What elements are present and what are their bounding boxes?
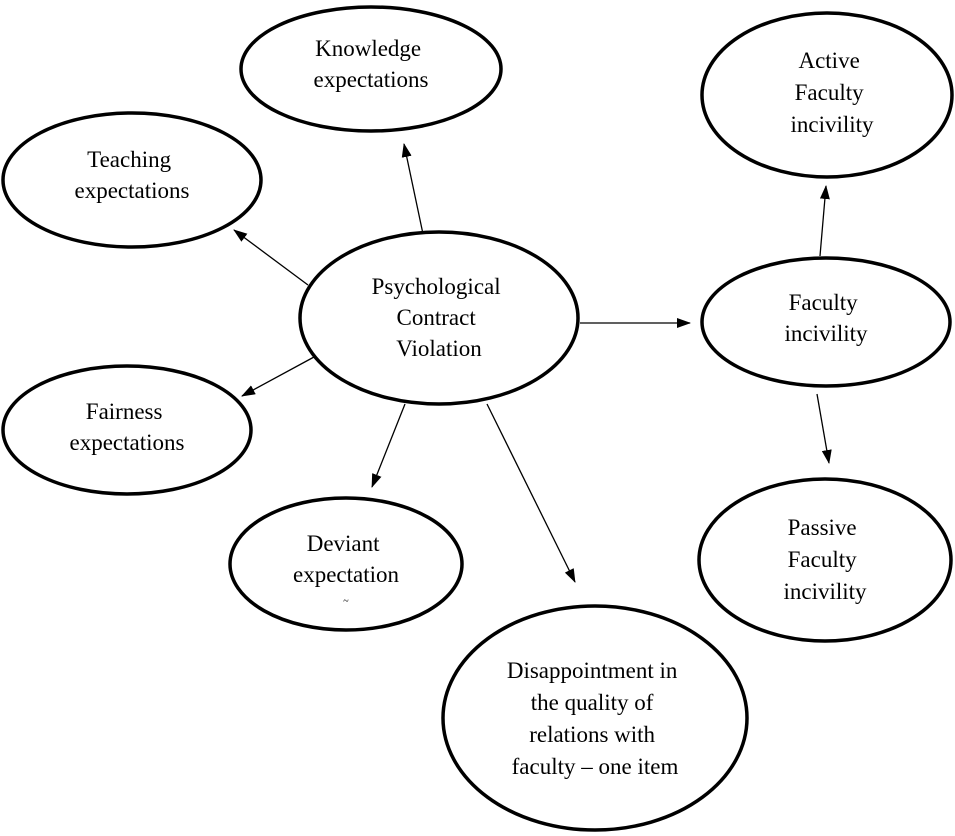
node-faculty-incivility: Faculty incivility bbox=[700, 256, 952, 388]
edge-faculty-incivility-to-active bbox=[819, 185, 830, 257]
node-psychological-contract-violation: Psychological Contract Violation bbox=[298, 230, 580, 406]
edge-violation-to-disappointment bbox=[486, 403, 576, 583]
node-shape bbox=[228, 496, 464, 632]
node-shape bbox=[700, 11, 954, 179]
node-label-line: relations with bbox=[529, 722, 655, 747]
node-shape bbox=[441, 604, 749, 832]
node-label-line: incivility bbox=[783, 579, 867, 604]
node-label-line: Teaching bbox=[87, 147, 171, 172]
node-deviant-expectation: Deviant expectation ~ bbox=[228, 496, 464, 632]
node-label-line: Violation bbox=[396, 336, 482, 361]
node-label-line: Faculty bbox=[795, 80, 864, 105]
edge-faculty-incivility-to-passive bbox=[816, 393, 832, 464]
node-label-line: incivility bbox=[790, 112, 874, 137]
node-shape bbox=[697, 477, 953, 643]
node-label-line: Contract bbox=[397, 305, 477, 330]
node-label: Teaching expectations bbox=[75, 147, 190, 203]
node-knowledge-expectations: Knowledge expectations bbox=[239, 5, 503, 133]
node-label-line: incivility bbox=[784, 321, 868, 346]
node-label-line: Psychological bbox=[372, 274, 501, 299]
node-label-line: expectation bbox=[293, 562, 400, 587]
node-label-line: Faculty bbox=[789, 290, 858, 315]
node-label-line: Fairness bbox=[86, 399, 163, 424]
node-label: Passive Faculty incivility bbox=[783, 515, 867, 604]
node-label-line: Passive bbox=[788, 515, 857, 540]
node-label: Deviant expectation bbox=[293, 531, 400, 587]
edge-violation-to-teaching bbox=[233, 229, 309, 286]
edges-group bbox=[233, 143, 832, 583]
tilde-mark: ~ bbox=[343, 596, 349, 607]
node-label: Psychological Contract Violation bbox=[372, 274, 507, 361]
node-label-line: Deviant bbox=[307, 531, 380, 556]
node-label-line: Active bbox=[798, 48, 859, 73]
node-shape bbox=[1, 111, 263, 249]
edge-violation-to-deviant bbox=[371, 403, 406, 488]
node-label-line: expectations bbox=[314, 67, 429, 92]
node-label: Knowledge expectations bbox=[314, 36, 429, 92]
node-label: Faculty incivility bbox=[784, 290, 868, 346]
node-active-faculty-incivility: Active Faculty incivility bbox=[700, 11, 954, 179]
node-passive-faculty-incivility: Passive Faculty incivility bbox=[697, 477, 953, 643]
node-disappointment-in-relations: Disappointment in the quality of relatio… bbox=[441, 604, 749, 832]
node-label-line: Disappointment in bbox=[507, 658, 678, 683]
node-teaching-expectations: Teaching expectations bbox=[1, 111, 263, 249]
node-shape bbox=[1, 364, 253, 496]
edge-violation-to-fairness bbox=[241, 356, 315, 397]
node-shape bbox=[298, 230, 580, 406]
node-label: Active Faculty incivility bbox=[790, 48, 874, 137]
node-label: Disappointment in the quality of relatio… bbox=[507, 658, 683, 779]
node-shape bbox=[239, 5, 503, 133]
edge-violation-to-knowledge bbox=[401, 143, 424, 235]
node-label-line: expectations bbox=[70, 430, 185, 455]
node-label: Fairness expectations bbox=[70, 399, 185, 455]
node-label-line: Knowledge bbox=[315, 36, 421, 61]
node-shape bbox=[700, 256, 952, 388]
node-label-line: the quality of bbox=[531, 690, 654, 715]
node-fairness-expectations: Fairness expectations bbox=[1, 364, 253, 496]
node-label-line: expectations bbox=[75, 178, 190, 203]
node-label-line: faculty – one item bbox=[512, 754, 679, 779]
node-label-line: Faculty bbox=[788, 547, 857, 572]
